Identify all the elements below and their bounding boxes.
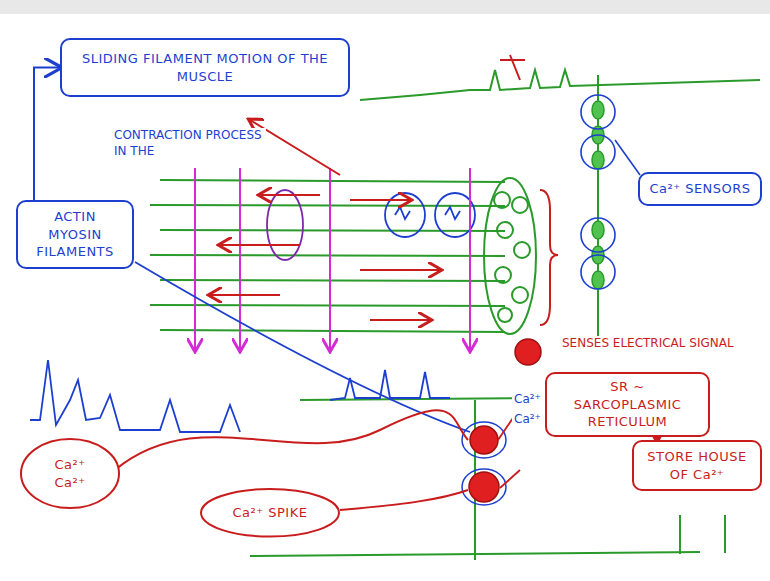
ion-label: Ca²⁺ [512, 392, 543, 408]
store-box: STORE HOUSE OF Ca²⁺ [632, 440, 762, 491]
ion-label: Ca²⁺ [512, 412, 543, 428]
calcium-circle: Ca²⁺Ca²⁺ [20, 438, 120, 509]
note-text: SENSES ELECTRICAL SIGNAL [560, 336, 736, 352]
spike-oval: Ca²⁺ SPIKE [200, 488, 340, 538]
node-text: ACTIN MYOSIN FILAMENTS [26, 208, 124, 261]
note-text: CONTRACTION PROCESS IN THE [112, 128, 266, 159]
oval-outline [20, 438, 120, 509]
organelle-box: SR ~ SARCOPLASMIC RETICULUM [545, 372, 710, 437]
node-text: Ca²⁺ [34, 456, 106, 474]
node-text: STORE HOUSE OF Ca²⁺ [642, 448, 752, 483]
sensor-box: Ca²⁺ SENSORS [638, 172, 762, 206]
node-text: SLIDING FILAMENT MOTION OF THE MUSCLE [78, 50, 332, 85]
node-text: Ca²⁺ [34, 474, 106, 492]
node-text: Ca²⁺ SENSORS [648, 180, 752, 198]
connector-arrow [34, 68, 60, 200]
node-text: Ca²⁺ SPIKE [214, 504, 326, 522]
filament-box: ACTIN MYOSIN FILAMENTS [16, 200, 134, 269]
loop-box: SLIDING FILAMENT MOTION OF THE MUSCLE [60, 38, 350, 97]
node-text: SR ~ SARCOPLASMIC RETICULUM [555, 378, 700, 431]
